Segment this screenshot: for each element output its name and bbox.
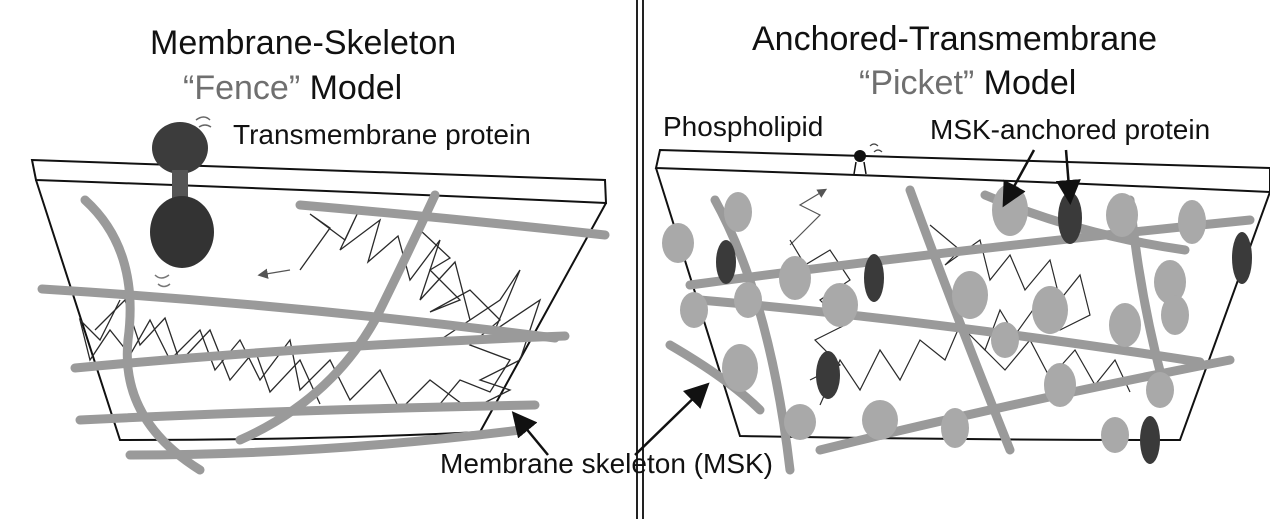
phospholipid-label: Phospholipid [663, 111, 824, 142]
membrane-skeleton-label: Membrane skeleton (MSK) [440, 448, 774, 479]
right-title-rest: Model [974, 64, 1077, 102]
panel-divider-right-line [642, 0, 644, 519]
left-membrane [30, 158, 608, 442]
left-title-line1: Membrane-Skeleton [150, 24, 457, 62]
panel-divider-left-line [636, 0, 638, 519]
left-title-quote: “Fence” [183, 69, 301, 107]
left-title-rest: Model [300, 69, 403, 107]
left-membrane-skeleton [37, 190, 610, 475]
right-title-line2: “Picket” Model [859, 64, 1076, 103]
msk-anchored-protein-label: MSK-anchored protein [930, 114, 1211, 145]
phospholipid-icon [853, 143, 883, 175]
transmembrane-protein-label: Transmembrane protein [233, 119, 531, 150]
label-arrows [511, 149, 1081, 456]
left-diffusion-trajectory [78, 207, 542, 412]
right-title-quote: “Picket” [859, 64, 975, 102]
right-title-line1: Anchored-Transmembrane [752, 20, 1158, 58]
left-title-line2: “Fence” Model [183, 69, 402, 108]
transmembrane-protein-icon [150, 116, 214, 288]
